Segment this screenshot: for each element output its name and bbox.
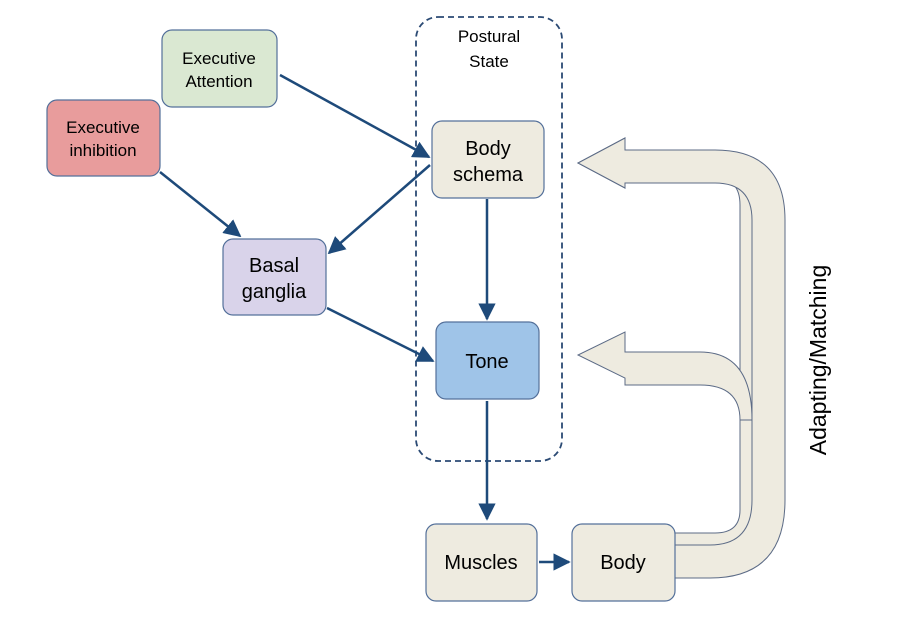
node-body: Body	[571, 523, 676, 602]
feedback-band-lower	[576, 331, 753, 421]
postural-state-border	[415, 16, 563, 462]
executive-inhibition-box	[46, 99, 161, 177]
muscles-label: Muscles	[444, 552, 517, 574]
executive-attention-box	[161, 29, 278, 108]
postural-state-title-line2: State	[469, 52, 509, 71]
node-executive-attention: Executive Attention	[161, 29, 278, 108]
node-body-schema: Body schema	[431, 120, 545, 199]
postural-state-title-line1: Postural	[458, 27, 520, 46]
basal-ganglia-label-line1: Basal	[249, 255, 299, 277]
node-muscles: Muscles	[425, 523, 538, 602]
body-schema-label-line1: Body	[465, 138, 511, 160]
feedback-loop: Adapting/Matching	[576, 137, 831, 579]
tone-box	[435, 321, 540, 400]
executive-attention-label-line2: Attention	[185, 72, 252, 91]
arrow-basal-ganglia-to-tone	[326, 306, 435, 363]
arrow-inhibition-to-basal-ganglia	[159, 171, 242, 238]
basal-ganglia-label-line2: ganglia	[242, 281, 307, 303]
executive-inhibition-label-line2: inhibition	[69, 141, 136, 160]
arrow-body-schema-to-basal-ganglia	[327, 164, 431, 255]
body-schema-label-line2: schema	[453, 164, 524, 186]
tone-label: Tone	[465, 351, 508, 373]
feedback-band-outer	[576, 137, 786, 579]
body-schema-box	[431, 120, 545, 199]
node-basal-ganglia: Basal ganglia	[222, 238, 327, 316]
node-tone: Tone	[435, 321, 540, 400]
executive-attention-label-line1: Executive	[182, 49, 256, 68]
node-executive-inhibition: Executive inhibition	[46, 99, 161, 177]
basal-ganglia-box	[222, 238, 327, 316]
feedback-label: Adapting/Matching	[805, 265, 831, 456]
arrow-attention-to-body-schema	[279, 73, 431, 159]
muscles-box	[425, 523, 538, 602]
body-box	[571, 523, 676, 602]
executive-inhibition-label-line1: Executive	[66, 118, 140, 137]
feedback-band-upper	[576, 137, 753, 546]
postural-state-group: Postural State	[415, 16, 563, 462]
body-label: Body	[600, 552, 646, 574]
arrows	[159, 73, 571, 571]
